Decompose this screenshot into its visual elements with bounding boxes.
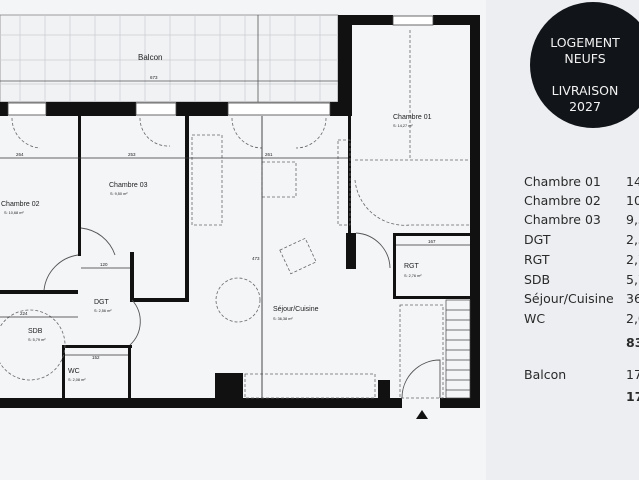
surface-subtotal: 83 <box>626 335 639 350</box>
room-area-wc: S: 2,08 m² <box>68 378 86 382</box>
room-label-wc: WC <box>68 368 80 375</box>
surface-value: 5,7 <box>626 272 639 287</box>
badge-line: LOGEMENT <box>550 35 620 50</box>
surface-value: 2,5 <box>626 232 639 247</box>
walls <box>0 15 480 408</box>
room-area-rgt: S: 2,76 m² <box>404 274 422 278</box>
room-area-chambre03: S: 9,50 m² <box>110 192 128 196</box>
surface-room: Chambre 03 <box>524 212 601 227</box>
dimension-label: 152 <box>92 355 100 360</box>
room-label-chambre02: Chambre 02 <box>1 201 40 208</box>
balcony-label: Balcon <box>138 53 162 62</box>
floor-plan: Balcon 673 Chambre 01 S: 14,27 m² Chambr… <box>0 14 480 419</box>
surface-room: Séjour/Cuisine <box>524 291 614 306</box>
surface-room: RGT <box>524 252 550 267</box>
badge-line: LIVRAISON <box>551 83 619 98</box>
surface-room: DGT <box>524 232 551 247</box>
dimension-label: 264 <box>16 152 24 157</box>
surface-value: 10 <box>626 193 639 208</box>
surface-value: 2,0 <box>626 311 639 326</box>
badge-line: 2027 <box>569 99 601 114</box>
badge-line: NEUFS <box>564 51 606 66</box>
dimension-label: 167 <box>428 239 436 244</box>
surface-room: SDB <box>524 272 551 287</box>
door-swings <box>43 116 441 399</box>
surface-value: 2,7 <box>626 252 639 267</box>
staircase <box>445 299 471 399</box>
furniture <box>0 30 470 399</box>
surface-value: 9,5 <box>626 212 639 227</box>
surface-value: 36 <box>626 291 639 306</box>
surface-room: Chambre 02 <box>524 193 601 208</box>
surface-value: 17 <box>626 367 639 382</box>
dimension-label: 120 <box>100 262 108 267</box>
room-label-rgt: RGT <box>404 263 420 270</box>
entrance-arrow-icon <box>416 410 428 419</box>
windows <box>7 15 434 116</box>
dimension-label: 473 <box>252 256 260 261</box>
room-area-sejour: S: 36,38 m² <box>273 317 293 321</box>
room-area-chambre01: S: 14,27 m² <box>393 124 413 128</box>
surface-total: 17 <box>626 389 639 404</box>
room-area-chambre02: S: 10,68 m² <box>4 211 24 215</box>
balcony-dimension: 673 <box>150 75 158 80</box>
room-label-chambre03: Chambre 03 <box>109 182 148 189</box>
room-label-sdb: SDB <box>28 328 43 335</box>
surface-room: Balcon <box>524 367 567 382</box>
room-label-chambre01: Chambre 01 <box>393 114 432 121</box>
surface-room: Chambre 01 <box>524 174 601 189</box>
room-label-sejour: Séjour/Cuisine <box>273 306 319 313</box>
room-area-dgt: S: 2,56 m² <box>94 309 112 313</box>
room-area-sdb: S: 5,79 m² <box>28 338 46 342</box>
balcony <box>0 14 339 103</box>
dimension-label: 224 <box>20 311 28 316</box>
dimension-label: 253 <box>128 152 136 157</box>
dimension-label: 261 <box>265 152 273 157</box>
surface-value: 14 <box>626 174 639 189</box>
room-label-dgt: DGT <box>94 299 110 306</box>
surface-room: WC <box>524 311 546 326</box>
